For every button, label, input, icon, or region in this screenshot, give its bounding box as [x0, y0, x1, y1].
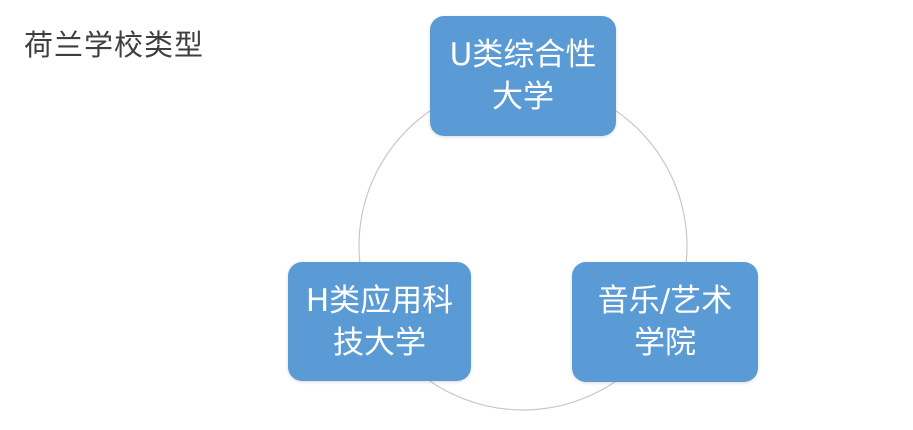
node-label: U类综合性大学 — [449, 37, 597, 115]
node-label: 音乐/艺术学院 — [597, 283, 733, 361]
node-art-music-academy: 音乐/艺术学院 — [572, 262, 758, 382]
slide-title: 荷兰学校类型 — [24, 28, 205, 62]
node-u-type-university: U类综合性大学 — [430, 16, 616, 136]
node-label: H类应用科技大学 — [305, 282, 454, 361]
node-h-type-university: H类应用科技大学 — [288, 262, 471, 381]
